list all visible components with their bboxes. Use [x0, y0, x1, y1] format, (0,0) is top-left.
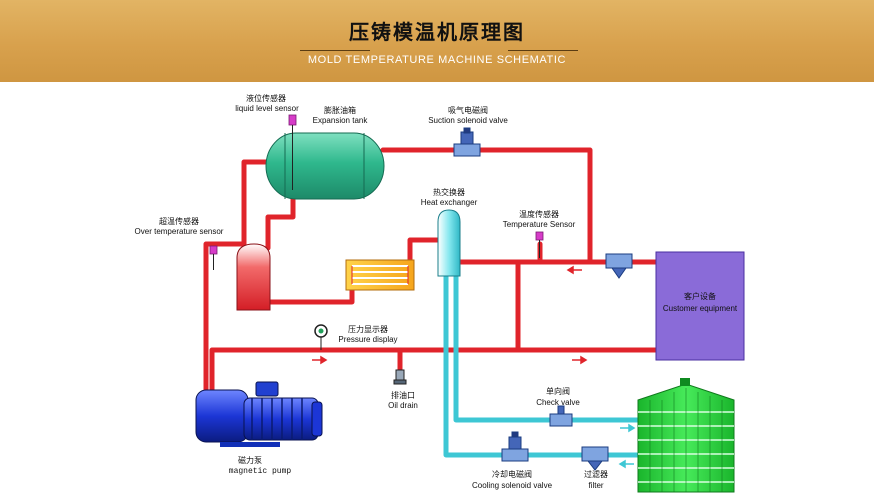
label-cooling-valve-cn: 冷却电磁阀: [492, 469, 532, 479]
label-pressure-en: Pressure display: [338, 335, 397, 344]
label-customer-en: Customer equipment: [663, 304, 738, 313]
label-oil-drain-cn: 排油口: [391, 390, 415, 400]
level-sensor-icon: [288, 114, 297, 190]
header-banner: 压铸模温机原理图 MOLD TEMPERATURE MACHINE SCHEMA…: [0, 0, 874, 82]
component-labels: 液位传感器 liquid level sensor 膨胀油箱 Expansion…: [135, 93, 738, 490]
label-check-valve-cn: 单向阀: [546, 386, 570, 396]
label-expansion-en: Expansion tank: [313, 116, 369, 125]
label-pressure-cn: 压力显示器: [348, 324, 388, 334]
label-expansion-cn: 膨胀油箱: [324, 105, 356, 115]
label-customer-cn: 客户设备: [684, 291, 716, 301]
over-temperature-sensor-icon: [209, 245, 218, 270]
page-title: 压铸模温机原理图: [349, 20, 525, 44]
water-arrows: [618, 423, 636, 469]
heater-vessel: [236, 243, 271, 311]
pressure-gauge-icon: [314, 324, 328, 350]
expansion-tank: [265, 132, 385, 200]
cooling-tower-icon: [637, 378, 735, 493]
filter-icon: [581, 446, 609, 471]
label-filter-en: filter: [588, 481, 603, 490]
page-subtitle: MOLD TEMPERATURE MACHINE SCHEMATIC: [307, 54, 567, 66]
cooling-solenoid-valve-icon: [501, 431, 529, 462]
label-level-sensor-cn: 液位传感器: [246, 93, 286, 103]
heat-exchanger-vessel: [437, 209, 461, 277]
label-cooling-valve-en: Cooling solenoid valve: [472, 481, 553, 490]
label-temp-sensor-cn: 温度传感器: [519, 209, 559, 219]
heating-coil-box: [345, 259, 415, 291]
label-filter-cn: 过滤器: [584, 469, 608, 479]
label-level-sensor-en: liquid level sensor: [235, 104, 299, 113]
label-check-valve-en: Check valve: [536, 398, 580, 407]
magnetic-pump-icon: [195, 381, 323, 447]
title-divider: [0, 50, 874, 51]
strainer-icon: [605, 253, 633, 279]
label-suction-en: Suction solenoid valve: [428, 116, 508, 125]
label-oil-drain-en: Oil drain: [388, 401, 418, 410]
label-suction-cn: 吸气电磁阀: [448, 105, 488, 115]
label-pump-en: magnetic pump: [229, 467, 292, 476]
label-pump-cn: 磁力泵: [238, 455, 262, 465]
oil-drain-valve-icon: [393, 369, 407, 385]
customer-equipment-box: [655, 251, 745, 361]
suction-solenoid-valve-icon: [453, 127, 481, 157]
label-temp-sensor-en: Temperature Sensor: [503, 220, 576, 229]
label-heat-exchanger-cn: 热交换器: [433, 187, 465, 197]
label-heat-exchanger-en: Heat exchanger: [421, 198, 478, 207]
schematic-diagram: 液位传感器 liquid level sensor 膨胀油箱 Expansion…: [0, 82, 874, 500]
check-valve-icon: [549, 405, 573, 427]
label-over-temp-cn: 超温传感器: [159, 216, 199, 226]
label-over-temp-en: Over temperature sensor: [135, 227, 224, 236]
flow-arrows: [312, 265, 588, 365]
temperature-sensor-icon: [535, 231, 544, 258]
